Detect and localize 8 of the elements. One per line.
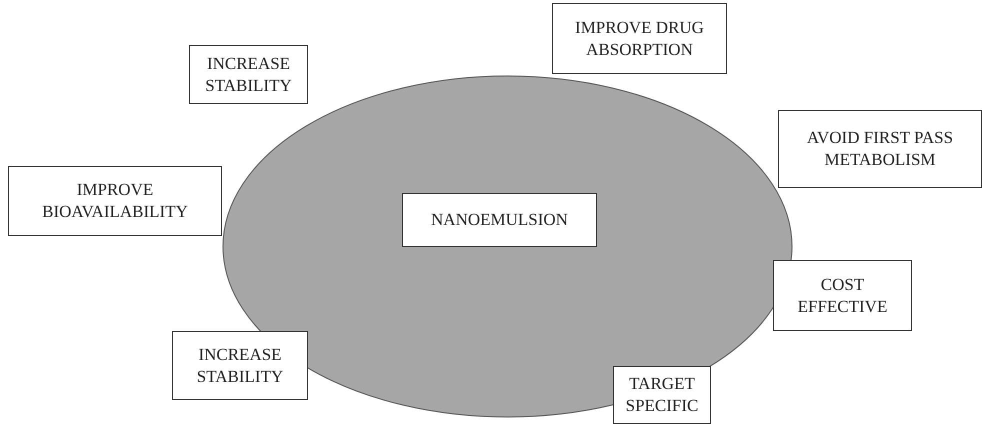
text-box: TARGET SPECIFIC [613,366,711,424]
text-box: IMPROVE DRUG ABSORPTION [552,3,727,74]
text-box: COST EFFECTIVE [773,260,912,331]
text-box: IMPROVE BIOAVAILABILITY [8,166,222,236]
text-box: NANOEMULSION [402,193,597,247]
text-box: INCREASE STABILITY [172,331,308,400]
text-box: AVOID FIRST PASS METABOLISM [778,110,982,188]
text-box: INCREASE STABILITY [189,45,308,104]
